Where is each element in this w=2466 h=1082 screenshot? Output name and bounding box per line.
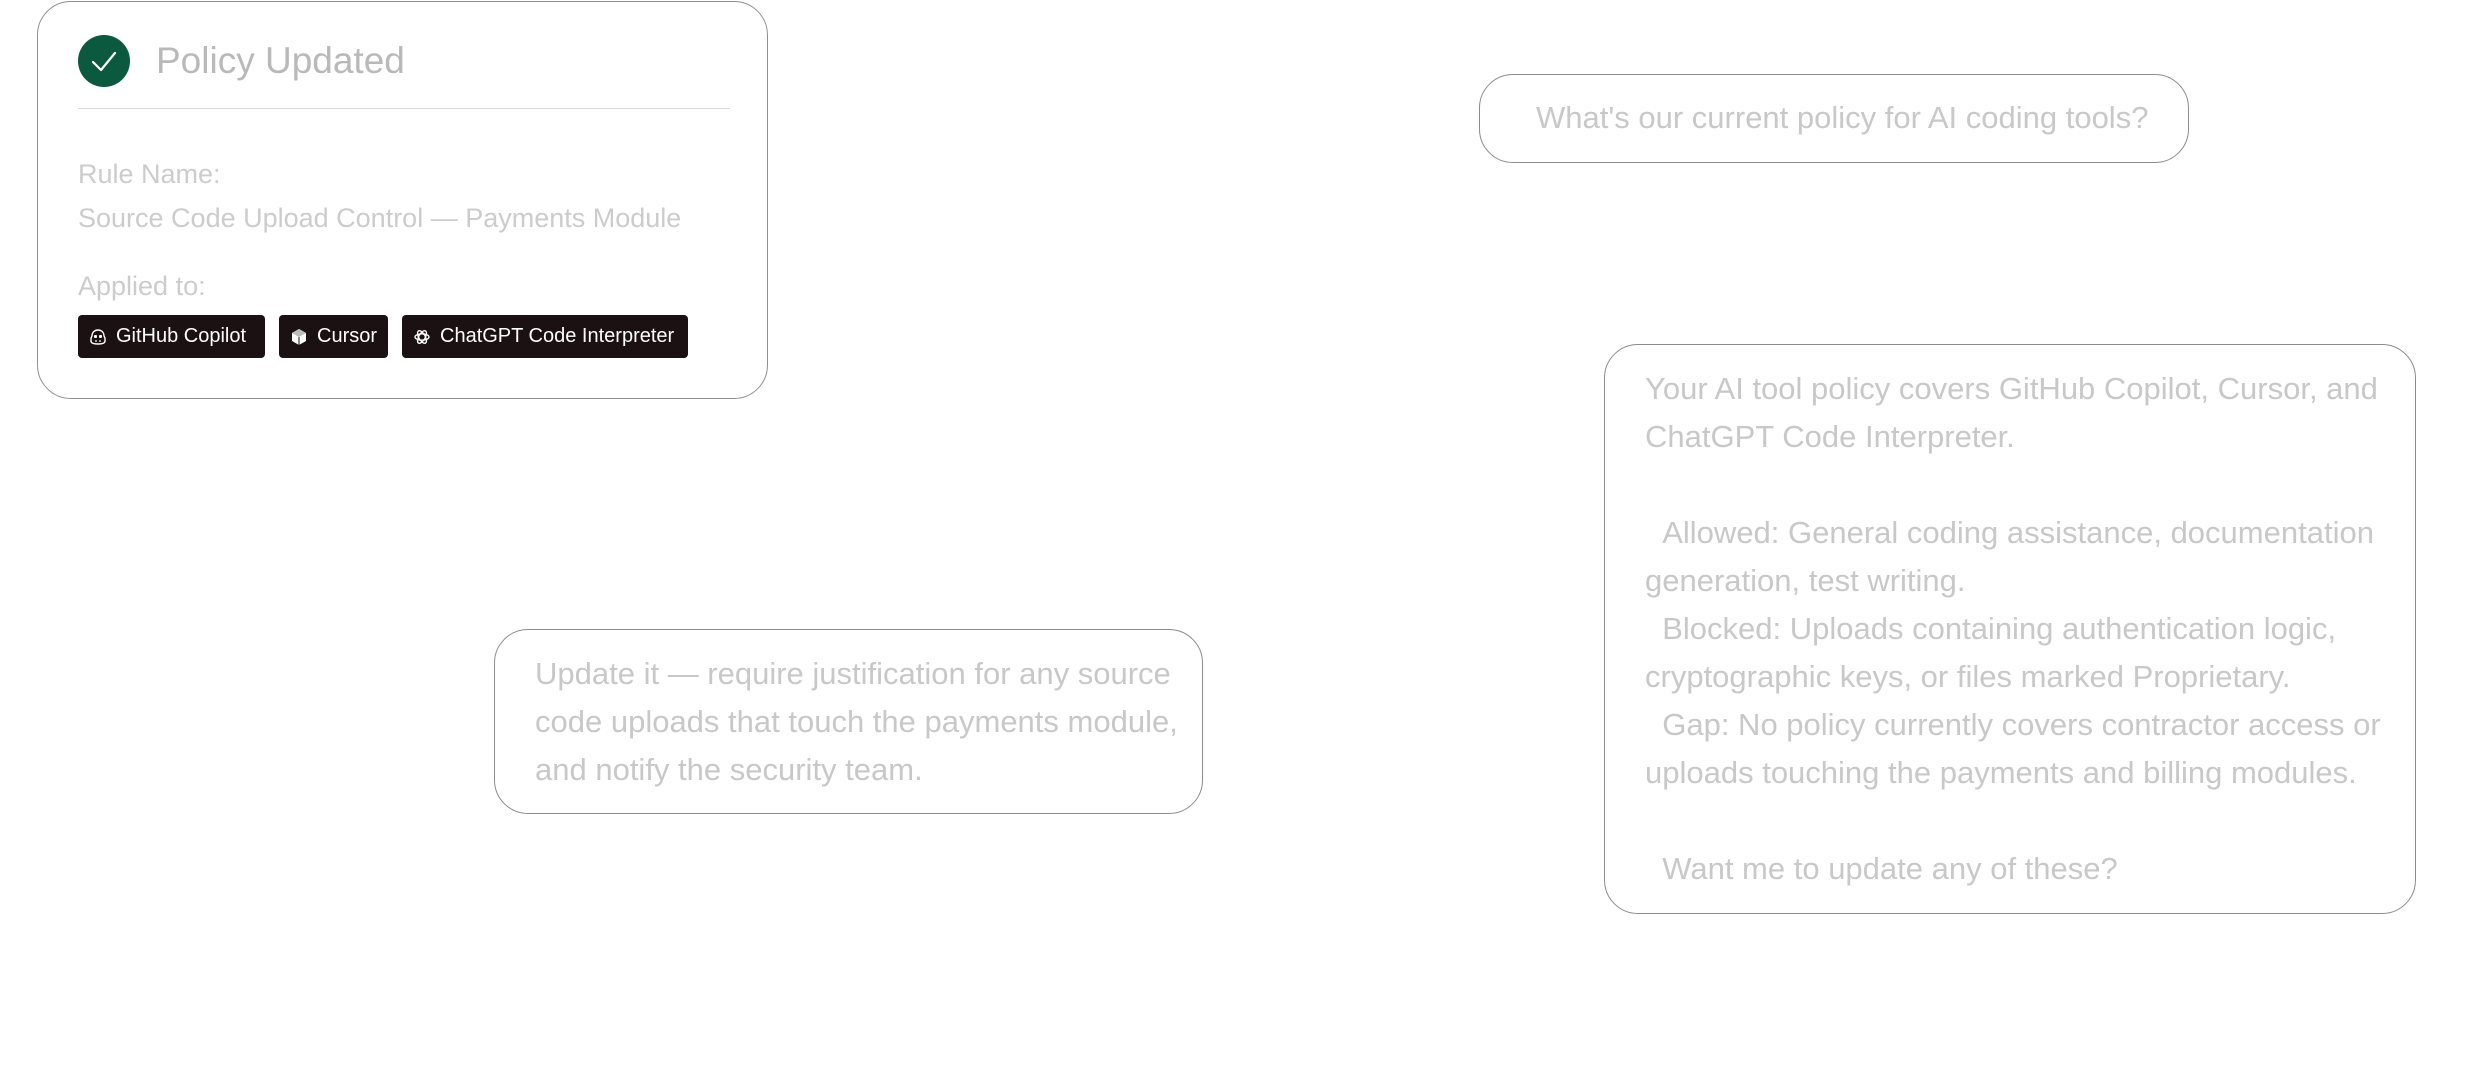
rule-name-label: Rule Name:	[78, 159, 221, 189]
tool-tag-cursor: Cursor	[279, 315, 388, 358]
user-message-text: What's our current policy for AI coding …	[1536, 100, 2149, 135]
tool-tag-chatgpt-code-interpreter: ChatGPT Code Interpreter	[402, 315, 688, 358]
policy-updated-card: Policy Updated Rule Name: Source Code Up…	[37, 1, 768, 399]
user-message-text: Update it — require justification for an…	[535, 656, 1178, 787]
assistant-message-allowed: Allowed: General coding assistance, docu…	[1645, 515, 2374, 598]
assistant-message-bubble: Your AI tool policy covers GitHub Copilo…	[1604, 344, 2416, 914]
assistant-message-gap: Gap: No policy currently covers contract…	[1645, 707, 2381, 790]
tool-tag-label: GitHub Copilot	[116, 325, 247, 347]
cursor-icon	[292, 328, 306, 345]
assistant-message-blocked: Blocked: Uploads containing authenticati…	[1645, 611, 2337, 694]
user-message-bubble: What's our current policy for AI coding …	[1479, 74, 2189, 163]
user-message-bubble: Update it — require justification for an…	[494, 629, 1203, 814]
policy-card-title: Policy Updated	[156, 40, 405, 81]
rule-name-value: Source Code Upload Control — Payments Mo…	[78, 203, 682, 233]
assistant-message-followup: Want me to update any of these?	[1662, 851, 2118, 886]
tool-tag-label: ChatGPT Code Interpreter	[440, 325, 675, 347]
assistant-message-intro: Your AI tool policy covers GitHub Copilo…	[1645, 371, 2378, 454]
check-icon	[78, 35, 130, 87]
tool-tag-github-copilot: GitHub Copilot	[78, 315, 265, 358]
openai-icon	[414, 329, 430, 344]
copilot-icon	[90, 328, 106, 345]
policy-card-header: Policy Updated	[78, 35, 730, 109]
applied-to-label: Applied to:	[78, 271, 206, 301]
tool-tag-label: Cursor	[317, 325, 378, 347]
